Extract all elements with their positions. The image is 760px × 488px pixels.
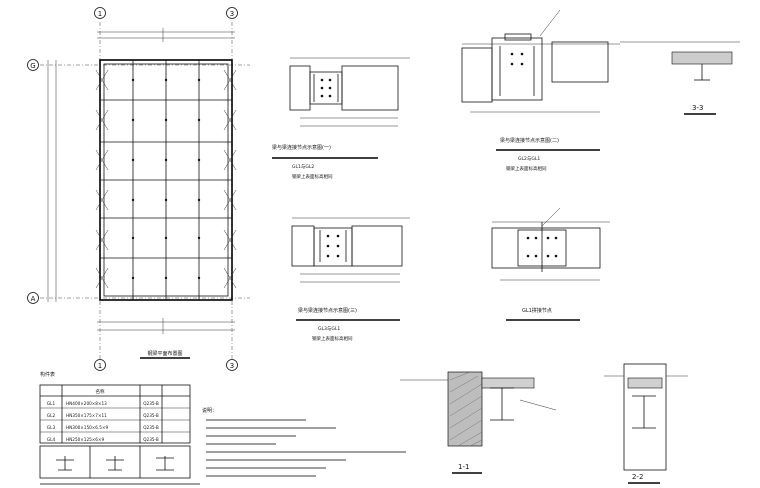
detail-2-title: 梁与梁连接节点示意图(二) [500,137,559,144]
notes-heading: 说明： [202,407,217,414]
detail-3-title: 梁与梁连接节点示意图(三) [298,307,357,314]
table-cell-spec: HN250×125×6×9 [66,437,104,442]
axis-label-3-top: 3 [230,10,234,18]
table-cell-mat: Q235-B [143,413,159,418]
detail-2: 梁与梁连接节点示意图(二) GL2与GL1 钢梁上表面标高相同 [461,9,620,172]
table-cell-code: GL3 [47,425,56,430]
table-cell-mat: Q235-B [143,425,159,430]
detail-1-note: 钢梁上表面标高相同 [292,173,333,180]
axis-label-1-top: 1 [98,10,102,18]
axis-bubble-g [27,59,39,71]
detail-3-note: 钢梁上表面标高相同 [312,335,353,342]
section-3-3-label: 3-3 [692,104,703,112]
table-cell-spec: HN350×175×7×11 [66,413,107,418]
section-2-2: 2-2 [604,363,688,484]
axis-label-a: A [31,295,36,303]
table-cell-code: GL2 [47,413,56,418]
section-2-2-label: 2-2 [632,473,643,481]
section-1-1: 1-1 [400,371,557,474]
table-cell-mat: Q235-B [143,401,159,406]
detail-4: GL1拼接节点 [491,207,610,321]
table-cell-code: GL1 [47,401,56,406]
table-title: 构件表 [40,371,55,378]
table-cell-code: GL4 [47,437,56,442]
detail-4-title: GL1拼接节点 [522,307,552,314]
table-cell-spec: HN300×150×6.5×9 [66,425,108,430]
steel-beam-floor-plan: 1 3 1 3 G A 钢梁平面布置图 [27,7,250,371]
table-cell-spec: HN400×200×8×13 [66,401,107,406]
plan-title: 钢梁平面布置图 [147,350,182,357]
detail-3: 梁与梁连接节点示意图(三) GL3与GL1 钢梁上表面标高相同 [291,217,410,342]
general-notes: 说明： [40,407,406,485]
axis-bubble-3-bottom [226,359,238,371]
table-header-name: 名称 [96,388,105,395]
detail-2-note: 钢梁上表面标高相同 [506,165,547,172]
section-3-3: 3-3 [620,41,740,115]
axis-label-g: G [30,62,35,70]
axis-bubble-1-top [94,7,106,19]
detail-1-sub: GL1与GL2 [292,163,314,170]
axis-label-3-bottom: 3 [230,362,234,370]
detail-1: 梁与梁连接节点示意图(一) GL1与GL2 钢梁上表面标高相同 [272,57,410,180]
section-1-1-label: 1-1 [458,463,469,471]
axis-bubble-1-bottom [94,359,106,371]
detail-1-title: 梁与梁连接节点示意图(一) [272,144,331,151]
detail-3-sub: GL3与GL1 [318,325,340,332]
axis-bubble-a [27,292,39,304]
detail-2-sub: GL2与GL1 [518,155,540,162]
axis-bubble-3-top [226,7,238,19]
table-cell-mat: Q235-B [143,437,159,442]
axis-label-1-bottom: 1 [98,362,102,370]
